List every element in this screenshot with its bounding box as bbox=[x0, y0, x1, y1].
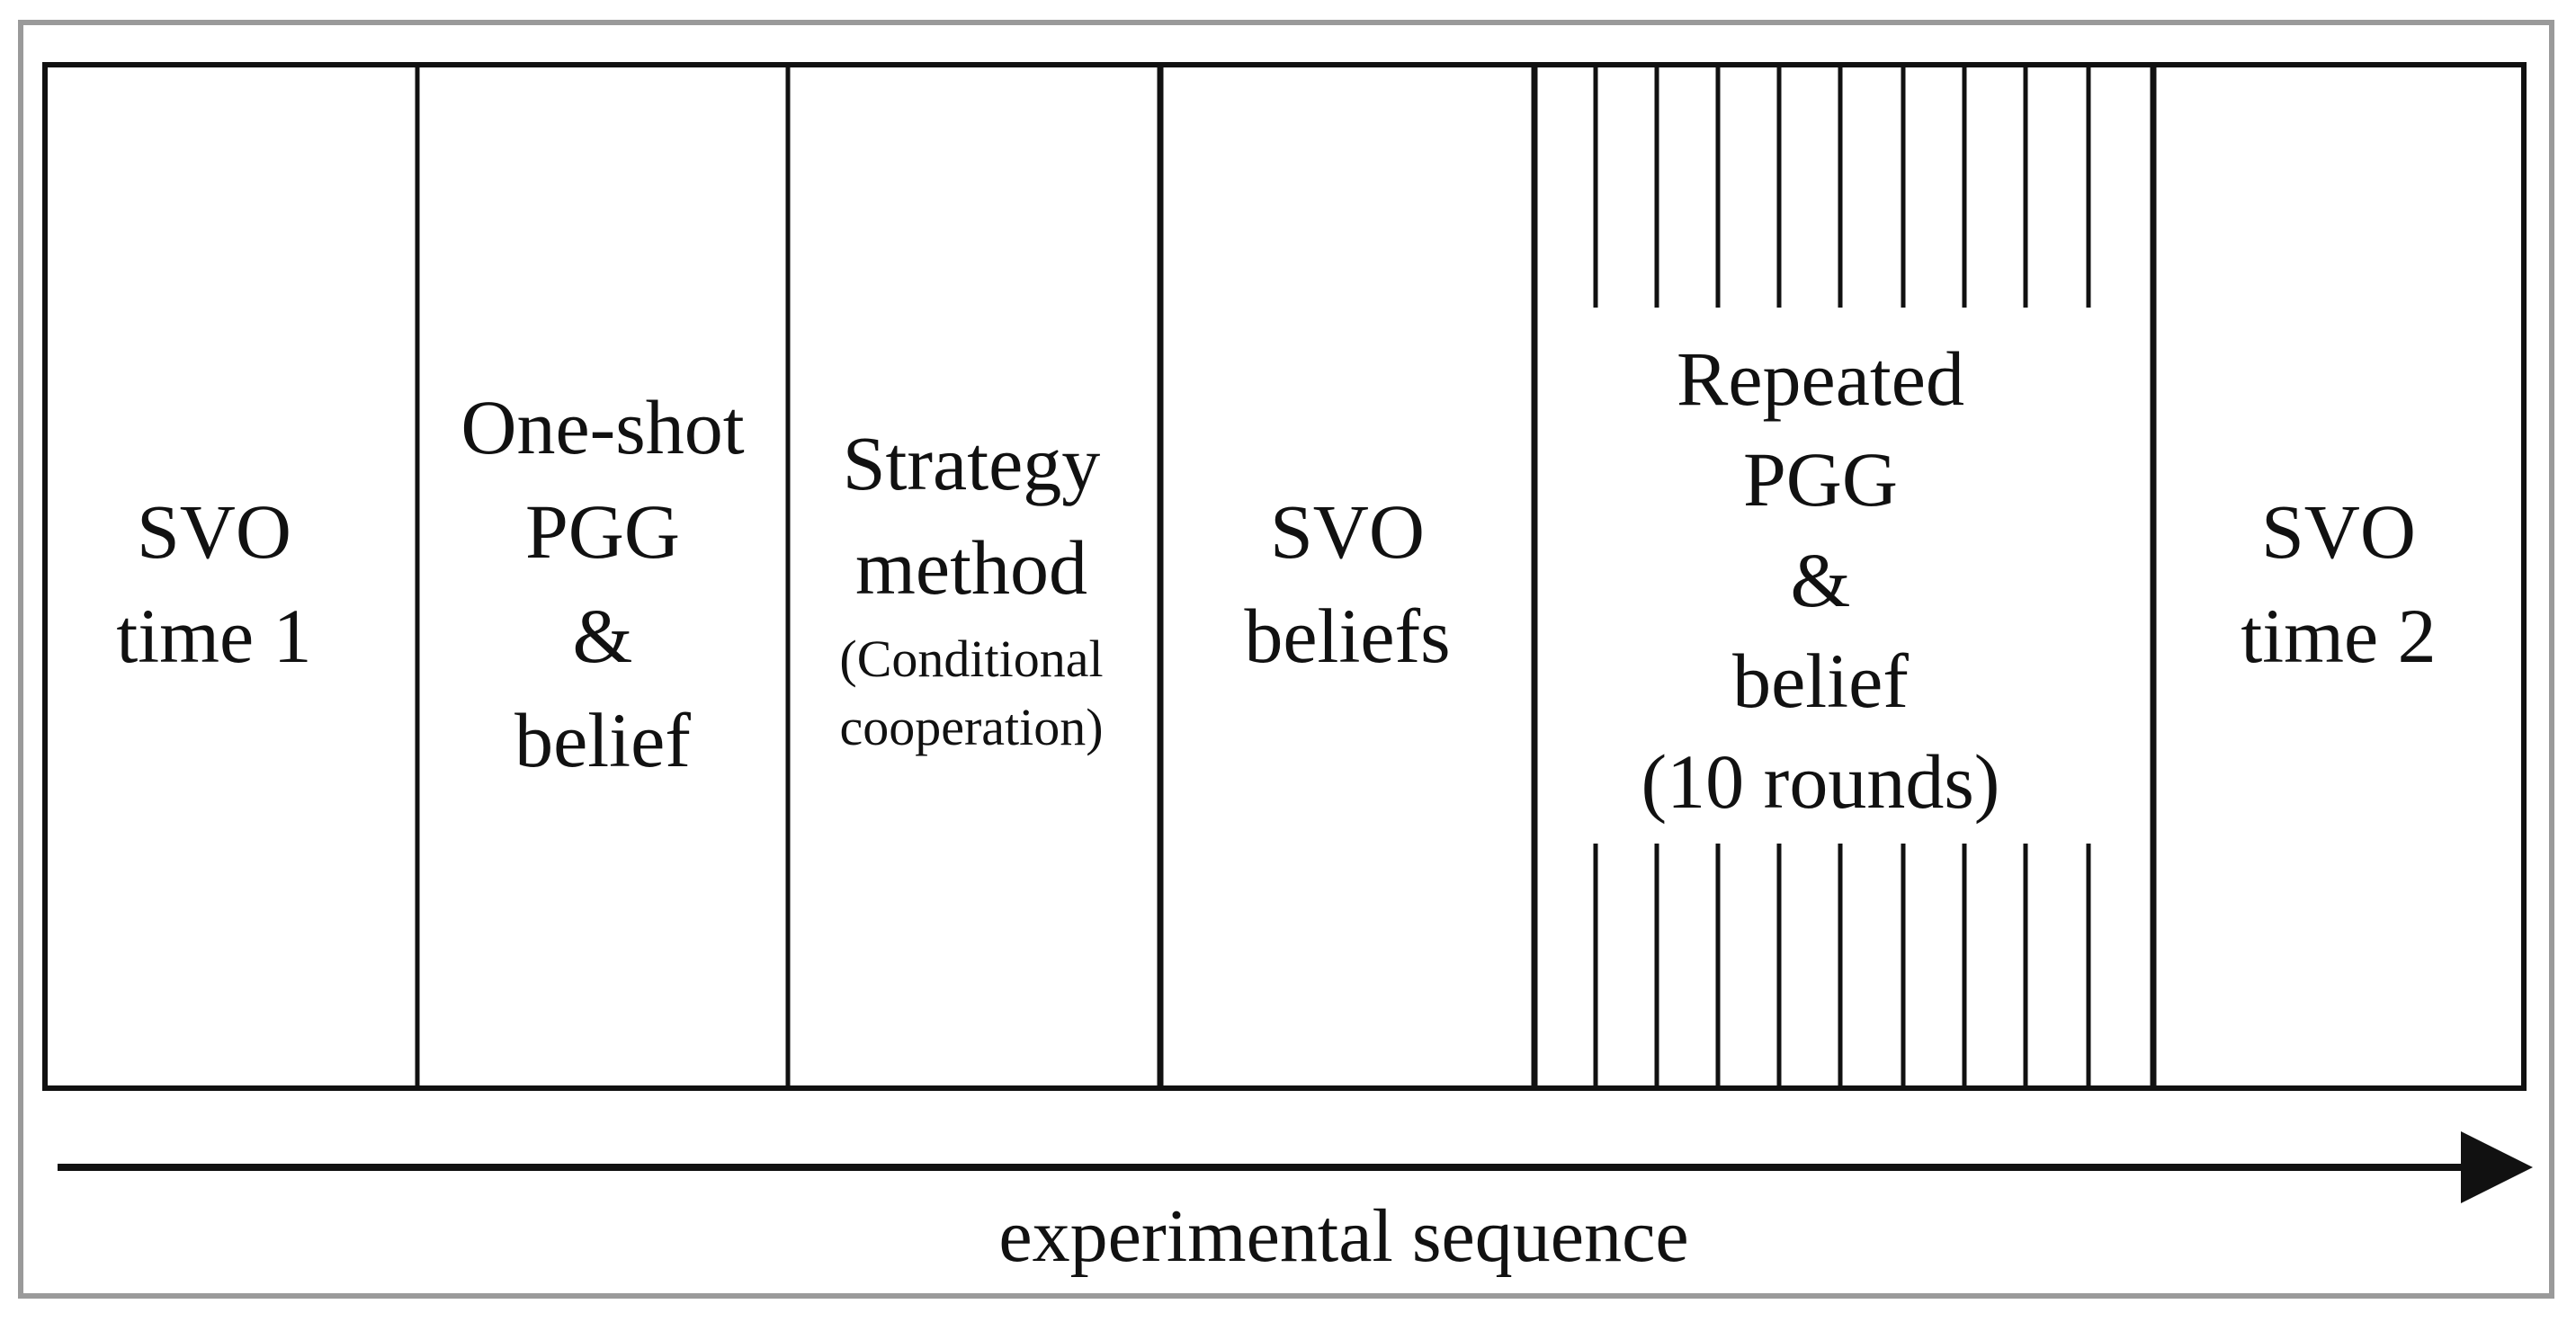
phase-svo-time-1: SVO time 1 bbox=[116, 488, 311, 679]
phase-5-line-2: PGG bbox=[1743, 436, 1898, 523]
phase-4-line-1: SVO bbox=[1270, 488, 1425, 575]
phase-repeated-pgg: Repeated PGG & belief (10 rounds) bbox=[1641, 335, 2000, 825]
phase-2-line-4: belief bbox=[514, 697, 691, 783]
phase-5-line-5: (10 rounds) bbox=[1641, 738, 2000, 825]
phase-strategy-method: Strategy method (Conditional cooperation… bbox=[839, 420, 1103, 756]
phase-5-line-4: belief bbox=[1732, 638, 1909, 724]
phase-5-line-1: Repeated bbox=[1677, 335, 1964, 422]
phase-3-small-line-1: (Conditional bbox=[839, 630, 1103, 688]
phase-5-line-3: & bbox=[1791, 537, 1851, 623]
phase-3-line-1: Strategy bbox=[843, 420, 1101, 506]
phase-6-line-1: SVO bbox=[2261, 488, 2416, 575]
round-ticks bbox=[1593, 65, 2091, 1088]
phase-one-shot-pgg: One-shot PGG & belief bbox=[461, 384, 744, 783]
sequence-box bbox=[42, 62, 2527, 1091]
phase-2-line-2: PGG bbox=[525, 488, 680, 575]
phase-4-line-2: beliefs bbox=[1244, 593, 1450, 679]
phase-3-line-2: method bbox=[855, 524, 1087, 611]
phase-svo-time-2: SVO time 2 bbox=[2241, 488, 2436, 679]
phase-1-line-2: time 1 bbox=[116, 593, 311, 679]
phase-2-line-1: One-shot bbox=[461, 384, 744, 470]
phase-svo-beliefs: SVO beliefs bbox=[1244, 488, 1450, 679]
sequence-axis-label: experimental sequence bbox=[998, 1194, 1688, 1278]
phase-6-line-2: time 2 bbox=[2241, 593, 2436, 679]
phase-1-line-1: SVO bbox=[137, 488, 291, 575]
phase-2-line-3: & bbox=[573, 593, 633, 679]
phase-3-small-line-2: cooperation) bbox=[839, 698, 1103, 756]
